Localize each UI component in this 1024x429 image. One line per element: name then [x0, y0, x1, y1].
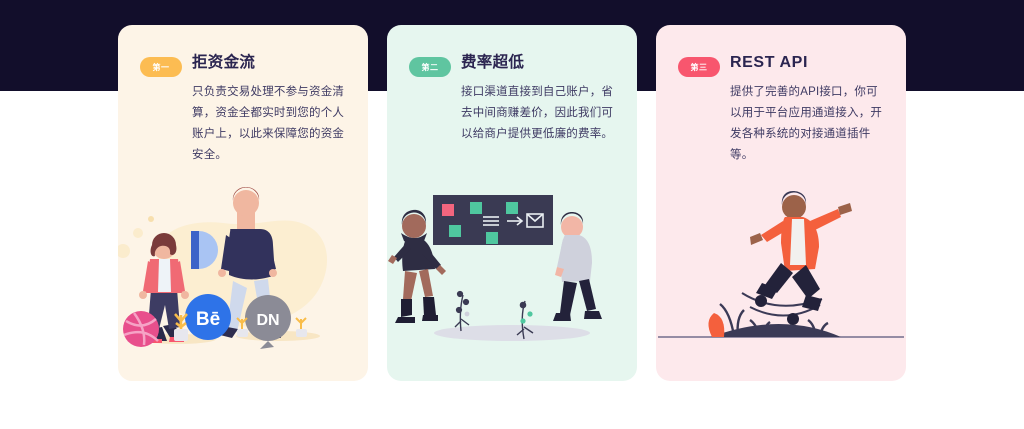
card-title: 费率超低	[461, 54, 525, 71]
svg-text:Bē: Bē	[196, 309, 220, 330]
feature-card-rest-api[interactable]: 第三 REST API 提供了完善的API接口，你可以用于平台应用通道接入，开发…	[656, 25, 906, 381]
man-figure	[553, 212, 602, 321]
card-title: REST API	[730, 54, 808, 71]
card-description: 只负责交易处理不参与资金清算，资金全都实时到您的个人账户上，以此来保障您的资金安…	[192, 86, 345, 161]
plant-sprout	[295, 317, 307, 337]
behance-badge: Bē	[185, 294, 231, 340]
p-logo-shape	[191, 231, 218, 269]
card-header: 第二 费率超低 接口渠道直接到自己账户，省去中间商赚差价，因此我们可以给商户提供…	[387, 25, 637, 145]
card-illustration-social-badges: Bē DN	[118, 181, 368, 381]
card-header: 第一 拒资金流 只负责交易处理不参与资金清算，资金全都实时到您的个人账户上，以此…	[118, 25, 368, 166]
card-illustration-skateboarder	[656, 181, 906, 381]
dribbble-ball	[123, 311, 159, 347]
plant-sprout	[236, 317, 248, 337]
feature-card-low-rate[interactable]: 第二 费率超低 接口渠道直接到自己账户，省去中间商赚差价，因此我们可以给商户提供…	[387, 25, 637, 381]
card-badge: 第三	[678, 57, 720, 77]
woman-figure	[388, 209, 446, 323]
feature-card-reject-fund-flow[interactable]: 第一 拒资金流 只负责交易处理不参与资金清算，资金全都实时到您的个人账户上，以此…	[118, 25, 368, 381]
card-title: 拒资金流	[192, 54, 256, 71]
card-description: 提供了完善的API接口，你可以用于平台应用通道接入，开发各种系统的对接通道插件等…	[730, 86, 883, 161]
plant-stem	[454, 290, 470, 332]
dn-badge: DN	[245, 295, 291, 349]
skater-figure	[750, 191, 852, 311]
whiteboard-panel	[433, 195, 553, 245]
plant-stem	[516, 300, 534, 340]
svg-text:DN: DN	[256, 312, 279, 329]
card-description: 接口渠道直接到自己账户，省去中间商赚差价，因此我们可以给商户提供更低廉的费率。	[461, 86, 614, 140]
card-badge: 第二	[409, 57, 451, 77]
card-badge: 第一	[140, 57, 182, 77]
plant-sprout	[174, 313, 188, 341]
grass-tuft	[719, 303, 829, 337]
card-illustration-sticky-board	[387, 181, 637, 381]
card-header: 第三 REST API 提供了完善的API接口，你可以用于平台应用通道接入，开发…	[656, 25, 906, 166]
